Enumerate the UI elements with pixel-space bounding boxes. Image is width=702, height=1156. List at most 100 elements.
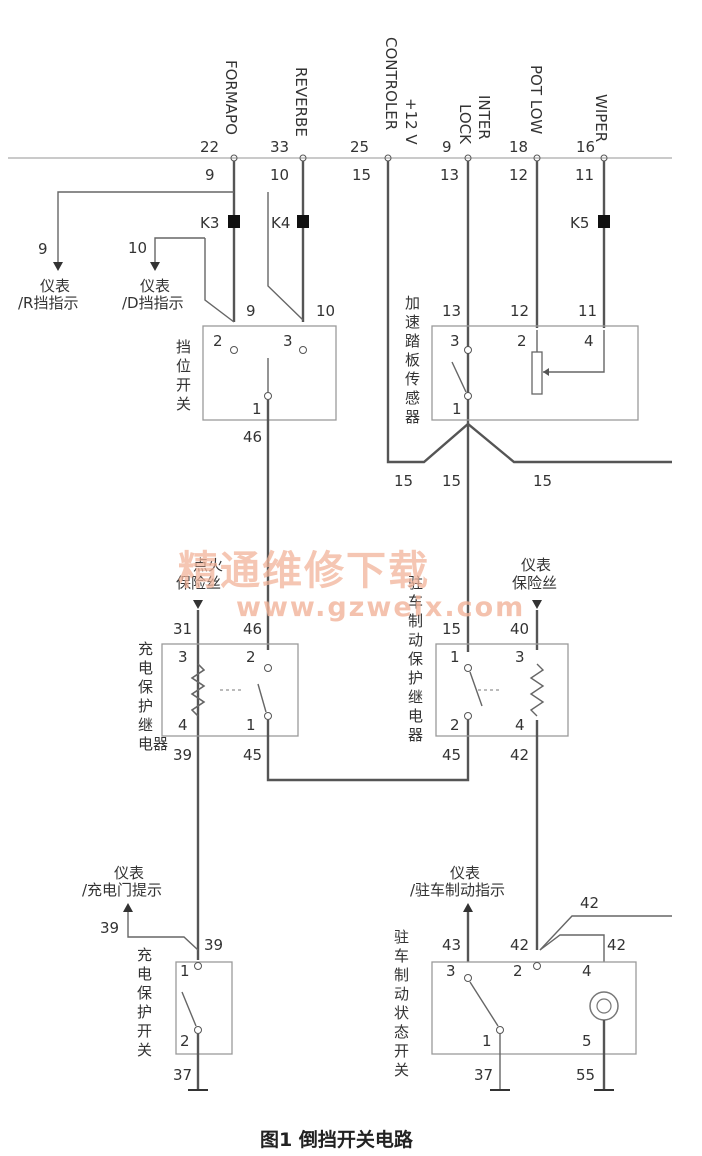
arrow-down-icon	[150, 262, 160, 271]
lamp-icon	[589, 991, 619, 1021]
charge-switch-label-5: 开	[137, 1022, 152, 1040]
wire-10-bottom: 10	[316, 302, 335, 320]
wire-15-a: 15	[394, 472, 413, 490]
charge-relay-label-2: 电	[138, 659, 153, 677]
park-switch-label-3: 制	[394, 966, 409, 984]
potentiometer	[531, 351, 543, 395]
wire-15-c: 15	[533, 472, 552, 490]
arrow-down-icon	[53, 262, 63, 271]
park-relay-label-2: 车	[408, 593, 423, 611]
wire-line	[386, 161, 672, 464]
label-k4: K4	[271, 214, 290, 232]
pin-4: 4	[584, 332, 594, 350]
wire-12: 12	[509, 166, 528, 184]
wire-40: 40	[510, 620, 529, 638]
label-k3: K3	[200, 214, 219, 232]
park-switch-label-4: 动	[394, 985, 409, 1003]
gear-switch-label-1: 挡	[176, 338, 191, 356]
terminal	[194, 1026, 202, 1034]
pedal-sensor-label-2: 速	[405, 313, 420, 331]
switch-contact	[469, 981, 499, 1027]
wire-line	[543, 330, 605, 373]
charge-relay-label-4: 护	[138, 697, 153, 715]
wire-11: 11	[575, 166, 594, 184]
park-status-label-1: 仪表	[450, 864, 480, 882]
relay-coil	[190, 663, 206, 717]
charge-switch-label-3: 保	[137, 984, 152, 1002]
wire-42-c: 42	[580, 894, 599, 912]
label-gauge-d-1: 仪表	[140, 277, 170, 295]
park-relay-label-3: 制	[408, 612, 423, 630]
wire-13: 13	[440, 166, 459, 184]
wire-42-d: 42	[607, 936, 626, 954]
charge-switch-box	[175, 961, 233, 1055]
pin-4: 4	[582, 962, 592, 980]
park-relay-label-5: 保	[408, 650, 423, 668]
park-relay-label-9: 器	[408, 726, 423, 744]
wire-line	[154, 237, 205, 262]
charge-relay-label-5: 继	[138, 716, 153, 734]
pedal-sensor-label-4: 板	[405, 351, 420, 369]
wire-42-b: 42	[510, 936, 529, 954]
pin-1: 1	[452, 400, 462, 418]
charge-door-label-1: 仪表	[114, 864, 144, 882]
pin-2: 2	[450, 716, 460, 734]
terminal	[464, 712, 472, 720]
wire-39-b: 39	[100, 919, 119, 937]
label-gauge-r-1: 仪表	[40, 277, 70, 295]
park-relay-label-6: 护	[408, 669, 423, 687]
pin-33: 33	[270, 138, 289, 156]
pin-2: 2	[213, 332, 223, 350]
arrow-down-icon	[193, 600, 203, 609]
connector-k5	[598, 215, 610, 228]
connector-k4	[297, 215, 309, 228]
switch-contact	[181, 991, 197, 1027]
relay-coil	[529, 663, 545, 717]
park-relay-label-1: 驻	[408, 574, 423, 592]
charge-switch-label-4: 护	[137, 1003, 152, 1021]
terminal	[194, 962, 202, 970]
pin-1: 1	[246, 716, 256, 734]
charge-door-label-2: /充电门提示	[82, 881, 162, 899]
wire-10: 10	[270, 166, 289, 184]
park-switch-box	[431, 961, 637, 1055]
pin-18: 18	[509, 138, 528, 156]
label-formapo: FORMAPO	[222, 60, 240, 135]
pin-3: 3	[178, 648, 188, 666]
wire-37: 37	[173, 1066, 192, 1084]
terminal	[464, 664, 472, 672]
pin-4: 4	[178, 716, 188, 734]
pin-5: 5	[582, 1032, 592, 1050]
fuse-label-left-1: 点火	[193, 556, 223, 574]
pin-2: 2	[180, 1032, 190, 1050]
pin-2: 2	[246, 648, 256, 666]
label-wiper: WIPER	[592, 94, 610, 142]
pedal-sensor-label-5: 传	[405, 370, 420, 388]
switch-contact	[257, 683, 267, 713]
wire-9-bottom: 9	[246, 302, 256, 320]
wire-line	[127, 912, 199, 951]
gear-switch-label-2: 位	[176, 357, 191, 375]
pin-16: 16	[576, 138, 595, 156]
label-gauge-r-2: /R挡指示	[18, 294, 78, 312]
pin-1: 1	[180, 962, 190, 980]
wire-line	[539, 915, 672, 951]
terminal	[264, 712, 272, 720]
park-switch-label-7: 开	[394, 1042, 409, 1060]
terminal	[264, 392, 272, 400]
terminal	[230, 346, 238, 354]
pedal-sensor-box	[431, 325, 639, 421]
charge-switch-label-2: 电	[137, 965, 152, 983]
charge-relay-box	[161, 643, 299, 737]
park-switch-label-8: 关	[394, 1061, 409, 1079]
label-pot-low: POT LOW	[527, 65, 545, 134]
park-relay-box	[435, 643, 569, 737]
pin-1: 1	[482, 1032, 492, 1050]
terminal	[496, 1026, 504, 1034]
wire-15-d: 15	[442, 620, 461, 638]
park-status-label-2: /驻车制动指示	[410, 881, 505, 899]
wire-11-bottom: 11	[578, 302, 597, 320]
wire-55: 55	[576, 1066, 595, 1084]
pin-3: 3	[283, 332, 293, 350]
